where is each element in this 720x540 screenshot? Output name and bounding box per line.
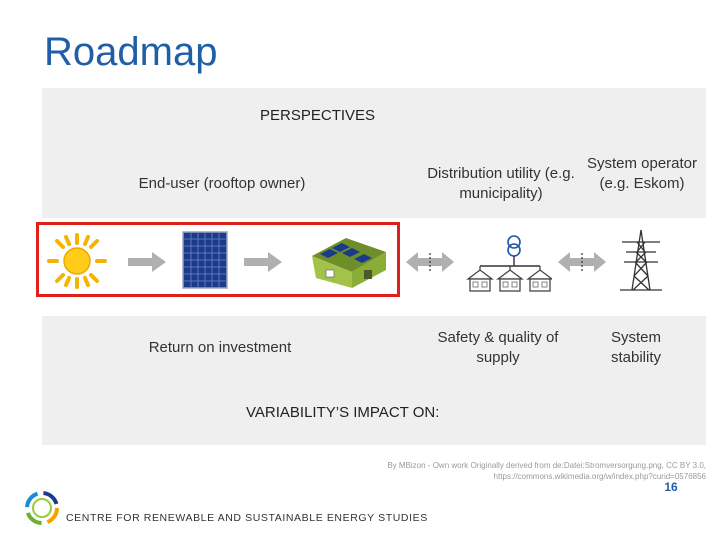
perspective-system-operator: System operator (e.g. Eskom)	[586, 155, 698, 192]
impact-system-stability: System stability	[610, 329, 662, 366]
arrow-right-icon	[244, 250, 284, 274]
slide-title: Roadmap	[44, 30, 218, 74]
image-credit: By MBizon - Own work Originally derived …	[387, 461, 706, 481]
arrow-right-icon	[128, 250, 168, 274]
double-arrow-icon	[556, 250, 608, 274]
variability-heading: VARIABILITY’S IMPACT ON:	[246, 404, 440, 421]
perspective-distribution-utility: Distribution utility (e.g. municipality)	[427, 165, 575, 202]
centre-logo-icon	[22, 488, 62, 528]
centre-name: CENTRE FOR RENEWABLE AND SUSTAINABLE ENE…	[66, 512, 428, 524]
perspectives-heading: PERSPECTIVES	[260, 107, 376, 124]
impact-return-on-investment: Return on investment	[148, 339, 292, 356]
double-arrow-icon	[404, 250, 456, 274]
solar-panel-icon	[182, 231, 228, 289]
impact-safety-quality-of-supply: Safety & quality of supply	[437, 329, 559, 366]
substation-icon	[462, 233, 552, 293]
sun-icon	[44, 232, 110, 290]
pylon-icon	[618, 228, 664, 292]
perspective-end-user: End-user (rooftop owner)	[138, 175, 306, 192]
house-with-solar-icon	[306, 232, 390, 290]
page-number: 16	[664, 480, 678, 494]
